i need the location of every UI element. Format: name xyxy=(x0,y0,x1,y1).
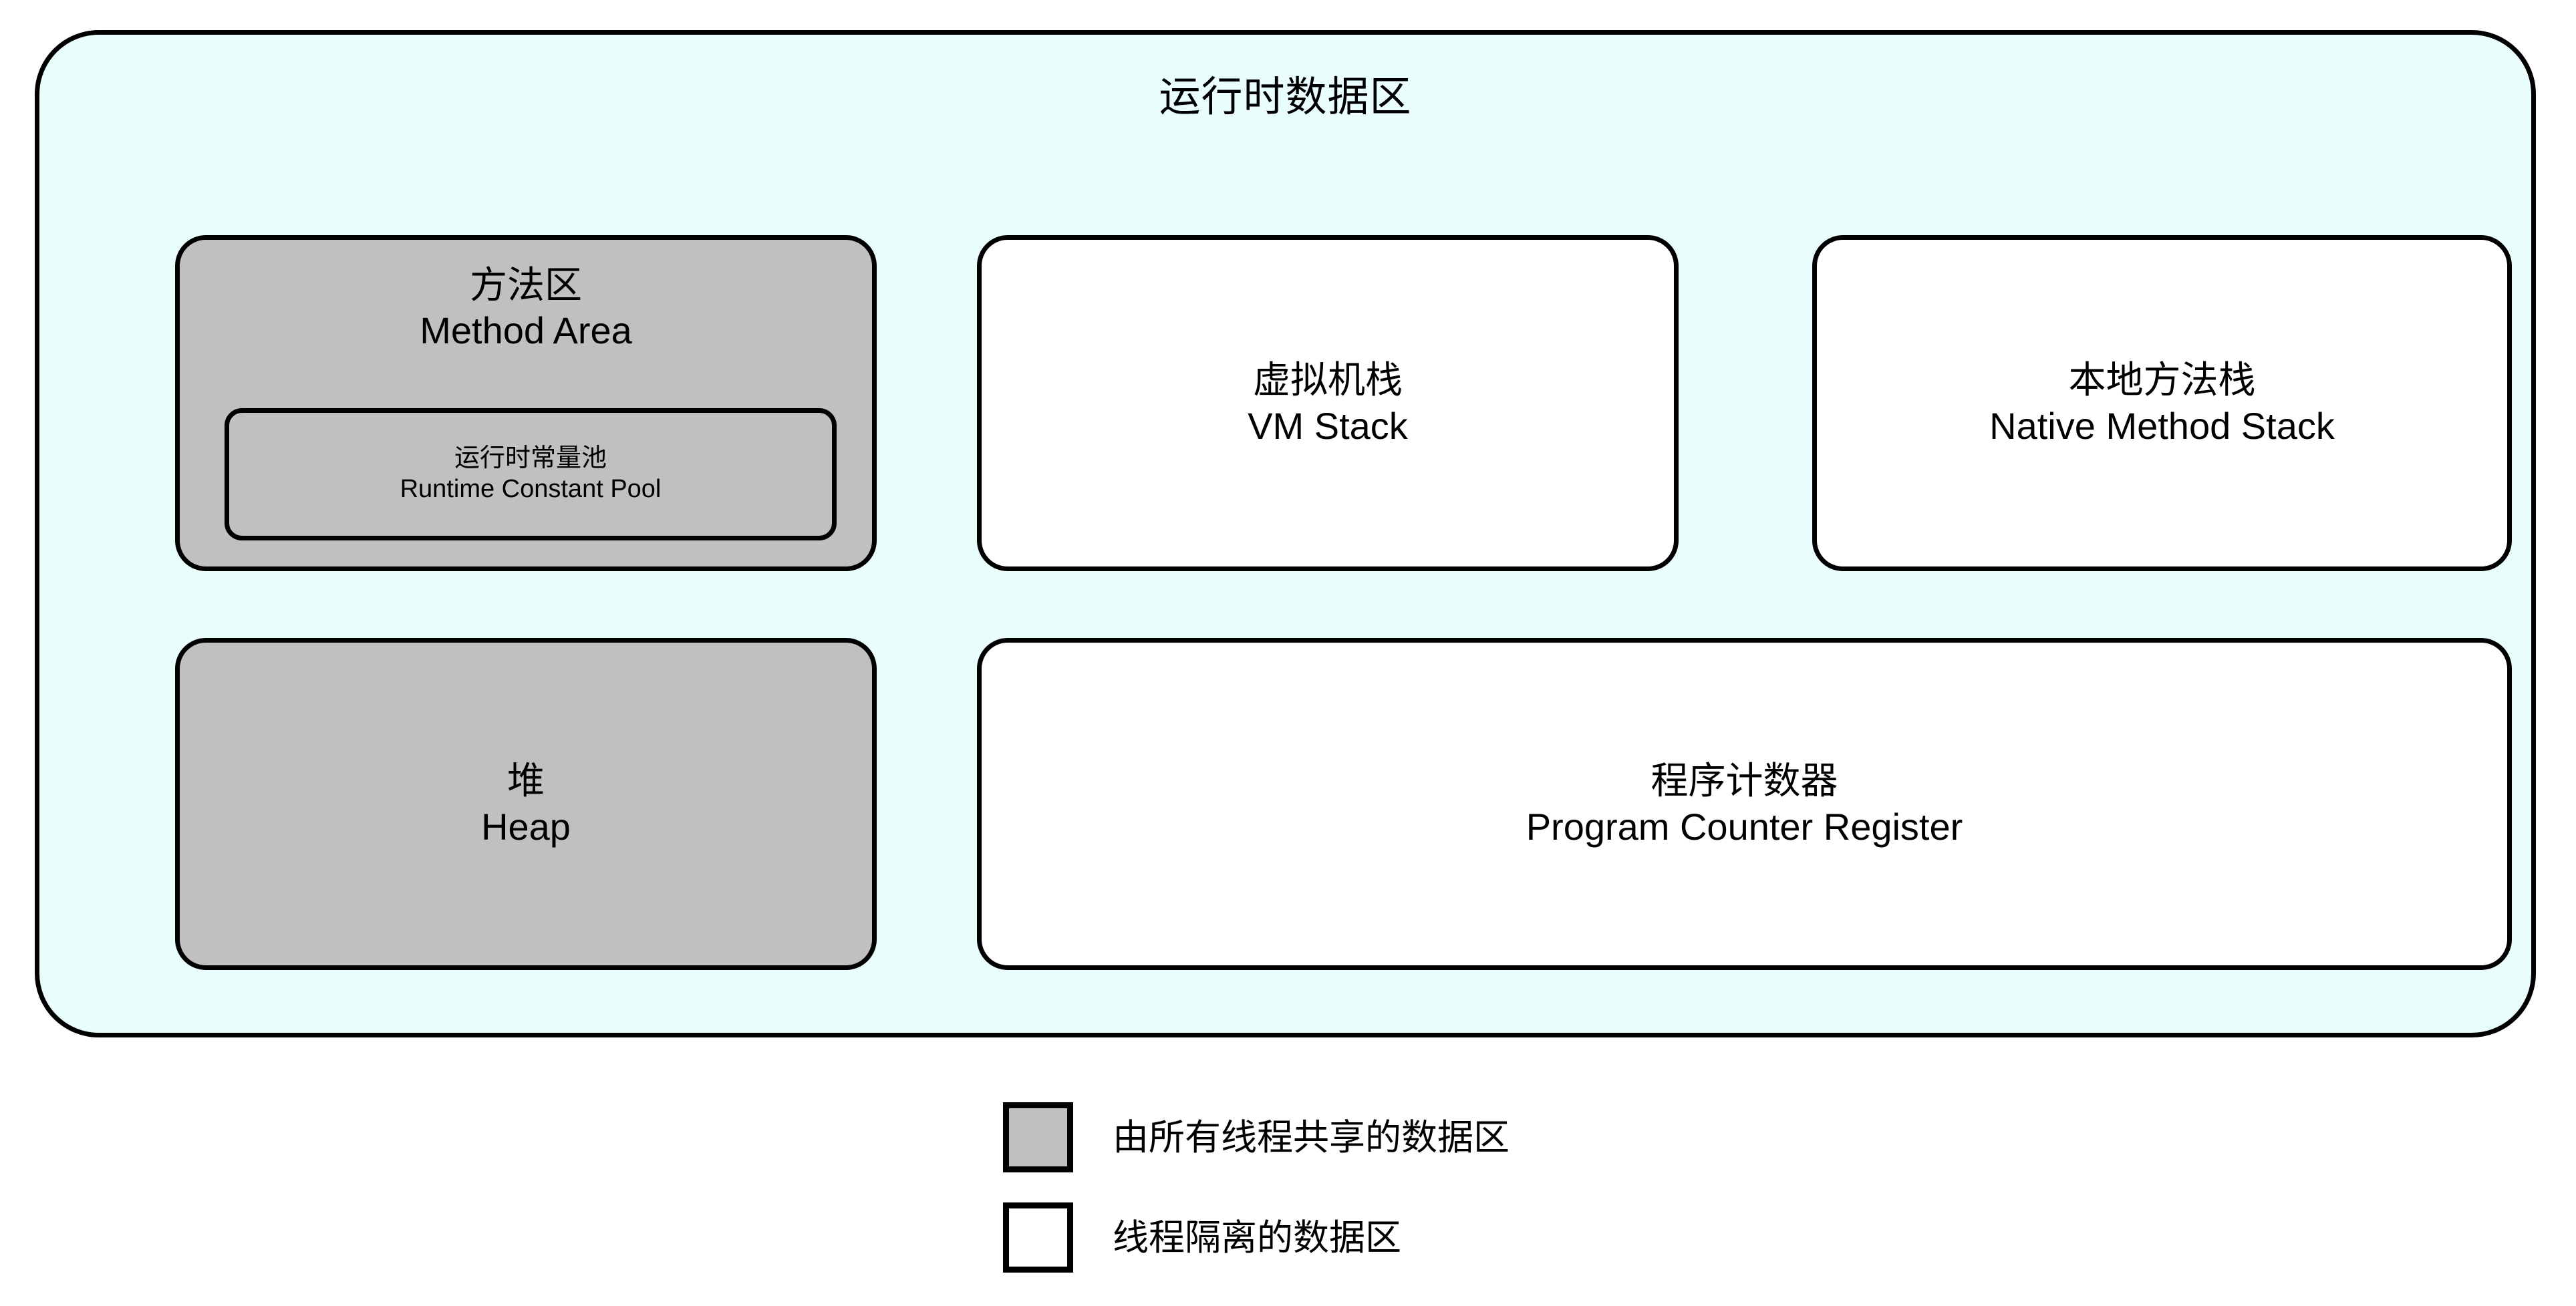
method-area-label-cn: 方法区 xyxy=(469,264,582,306)
runtime-data-area-title: 运行时数据区 xyxy=(1159,74,1412,120)
legend: 由所有线程共享的数据区 线程隔离的数据区 xyxy=(1003,1102,1805,1303)
method-area-labels: 方法区 Method Area xyxy=(420,263,632,354)
native-method-stack-label-cn: 本地方法栈 xyxy=(2068,359,2256,401)
legend-item-shared: 由所有线程共享的数据区 xyxy=(1003,1102,1805,1202)
vm-stack-label-cn: 虚拟机栈 xyxy=(1253,359,1403,401)
legend-swatch-shared-icon xyxy=(1003,1102,1073,1172)
vm-stack-labels: 虚拟机栈 VM Stack xyxy=(1248,357,1408,449)
heap-label-en: Heap xyxy=(481,805,571,848)
method-area-label-en: Method Area xyxy=(420,309,632,352)
vm-stack-label-en: VM Stack xyxy=(1248,404,1408,447)
runtime-data-area-container: 运行时数据区 方法区 Method Area 运行时常量池 Runtime Co… xyxy=(35,30,2536,1037)
region-heap[interactable]: 堆 Heap xyxy=(175,638,877,970)
legend-label-isolated: 线程隔离的数据区 xyxy=(1113,1218,1401,1258)
legend-label-shared: 由所有线程共享的数据区 xyxy=(1113,1118,1510,1158)
region-method-area[interactable]: 方法区 Method Area 运行时常量池 Runtime Constant … xyxy=(175,235,877,571)
legend-item-isolated: 线程隔离的数据区 xyxy=(1003,1202,1805,1303)
runtime-constant-pool-label-en: Runtime Constant Pool xyxy=(400,475,662,503)
pc-register-label-cn: 程序计数器 xyxy=(1651,760,1838,802)
pc-register-label-en: Program Counter Register xyxy=(1526,805,1963,848)
region-runtime-constant-pool[interactable]: 运行时常量池 Runtime Constant Pool xyxy=(225,408,837,540)
region-native-method-stack[interactable]: 本地方法栈 Native Method Stack xyxy=(1812,235,2512,571)
native-method-stack-label-en: Native Method Stack xyxy=(1989,404,2335,447)
heap-labels: 堆 Heap xyxy=(481,758,571,850)
heap-label-cn: 堆 xyxy=(507,760,545,802)
region-program-counter-register[interactable]: 程序计数器 Program Counter Register xyxy=(977,638,2512,970)
pc-register-labels: 程序计数器 Program Counter Register xyxy=(1526,758,1963,850)
legend-swatch-isolated-icon xyxy=(1003,1202,1073,1273)
native-method-stack-labels: 本地方法栈 Native Method Stack xyxy=(1989,357,2335,449)
region-vm-stack[interactable]: 虚拟机栈 VM Stack xyxy=(977,235,1679,571)
runtime-constant-pool-label-cn: 运行时常量池 xyxy=(454,444,607,473)
